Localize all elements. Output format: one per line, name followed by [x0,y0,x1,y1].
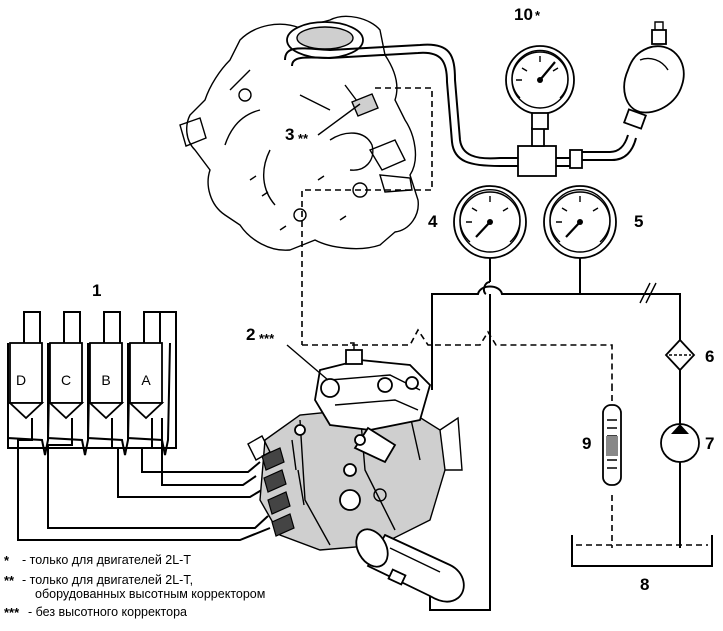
label-9: 9 [582,434,591,453]
label-3-stars: ** [298,131,309,146]
injector-label-d: D [16,372,26,388]
hand-pump-bulb [622,21,685,130]
gauge-10 [505,45,575,130]
injection-pump-illustration [247,342,463,551]
filter-6 [664,338,696,372]
legend-text-4: - без высотного корректора [28,605,187,619]
legend-text-2: - только для двигателей 2L-T, [22,573,193,587]
label-5: 5 [634,212,643,231]
label-10: 10 [514,5,533,24]
label-2-stars: *** [259,331,275,346]
legend-text-3: оборудованных высотным корректором [35,587,265,601]
legend-text-1: - только для двигателей 2L-T [22,553,191,567]
tee-fitting [517,145,557,177]
injector-label-a: A [141,372,151,388]
legend-marker-2: ** [4,573,15,588]
gauge-4 [453,185,527,259]
label-2: 2 [246,325,255,344]
gauge-5 [543,185,617,259]
measuring-cylinder-9 [602,404,622,486]
label-3: 3 [285,125,294,144]
injector-rail-1 [7,311,177,456]
label-10-stars: * [535,8,541,23]
legend-marker-3: *** [4,605,20,620]
legend-marker-1: * [4,553,10,568]
label-8: 8 [640,575,649,594]
fuel-tank-8 [571,535,713,567]
legend: * - только для двигателей 2L-T ** - толь… [4,553,265,620]
label-6: 6 [705,347,714,366]
fuel-cut-solenoid [355,528,465,603]
feed-pump-7 [660,423,700,463]
label-4: 4 [428,212,438,231]
injector-label-b: B [101,372,110,388]
label-1: 1 [92,281,101,300]
injector-label-c: C [61,372,71,388]
label-7: 7 [705,434,714,453]
